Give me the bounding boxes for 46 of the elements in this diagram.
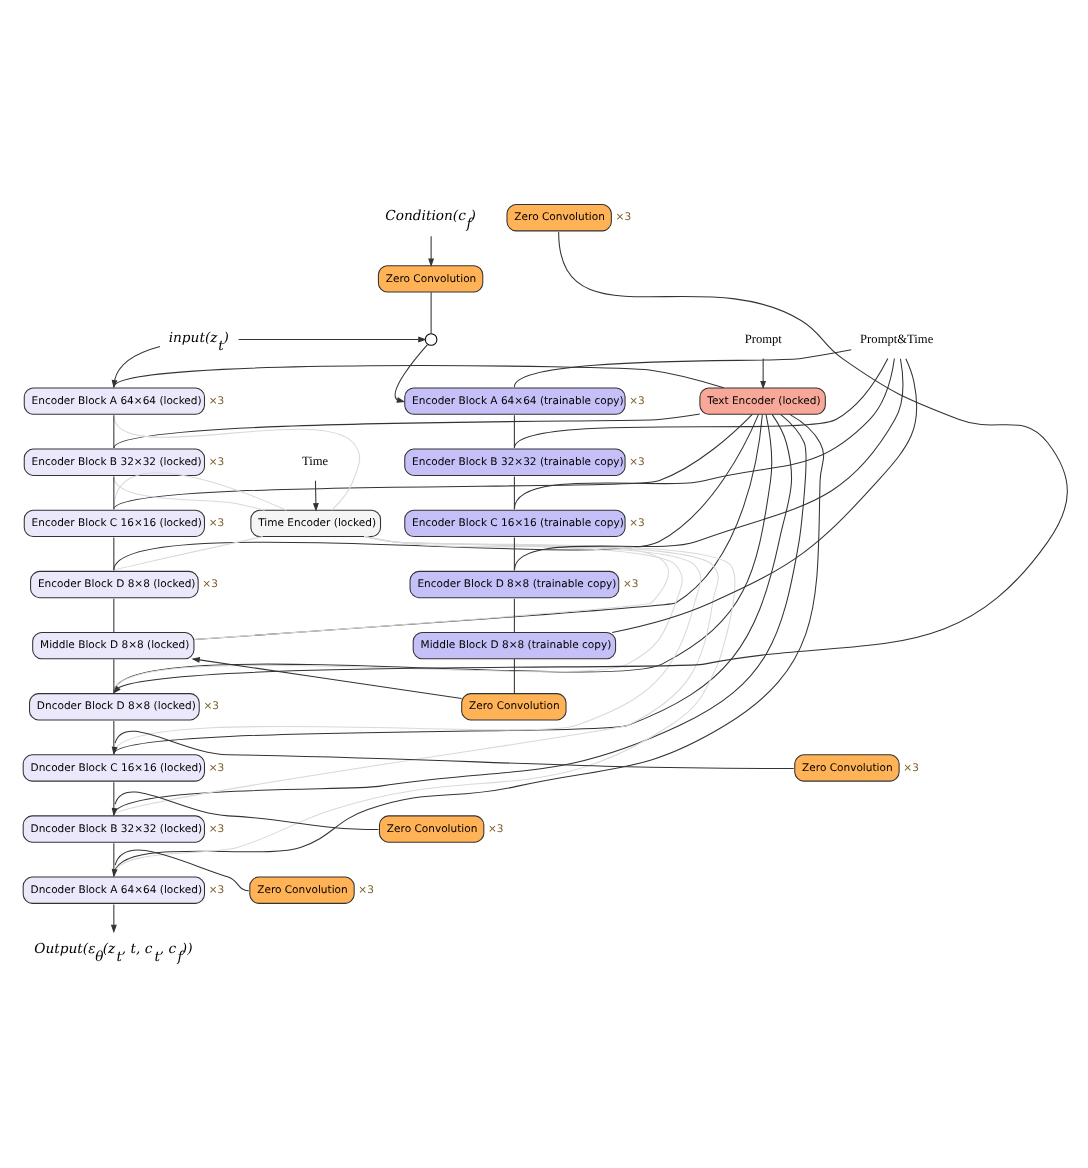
- connector: [513, 598, 515, 633]
- connector: [513, 475, 515, 510]
- arrow: [111, 730, 795, 769]
- connector: [513, 414, 515, 449]
- connector: [113, 537, 115, 571]
- connector: [113, 536, 736, 877]
- connector: [113, 414, 793, 755]
- connector: [113, 413, 753, 510]
- arrow: [394, 344, 428, 403]
- node-circle: [424, 333, 438, 346]
- connector: [113, 413, 760, 571]
- arrow: [428, 235, 435, 268]
- arrow: [760, 358, 767, 390]
- connector: [113, 475, 115, 510]
- connector: [113, 414, 807, 816]
- arrow: [238, 336, 427, 343]
- connector: [513, 658, 515, 694]
- connector: [113, 413, 825, 877]
- connector: [193, 536, 669, 641]
- connector: [113, 658, 115, 694]
- connector: [430, 291, 432, 335]
- connector: [113, 413, 701, 449]
- arrow: [110, 903, 117, 934]
- arrow: [111, 346, 161, 389]
- connector: [113, 598, 115, 633]
- connector: [113, 536, 264, 571]
- arrow: [112, 231, 1068, 694]
- connector: [113, 414, 361, 511]
- connector: [113, 536, 702, 755]
- arrow: [312, 480, 319, 512]
- connector: [113, 536, 683, 694]
- connector: [113, 475, 266, 511]
- arrow: [111, 791, 379, 831]
- connector: [113, 365, 725, 389]
- connector: [513, 358, 895, 510]
- connector: [513, 349, 852, 388]
- connector: [611, 358, 918, 633]
- connector: [113, 536, 719, 816]
- connector: [513, 537, 515, 571]
- connector: [113, 414, 115, 449]
- connector: [513, 358, 904, 571]
- arrow: [111, 849, 250, 892]
- connector: [513, 358, 889, 449]
- arrow: [191, 657, 463, 699]
- connector: [113, 472, 287, 511]
- connector: [113, 413, 773, 694]
